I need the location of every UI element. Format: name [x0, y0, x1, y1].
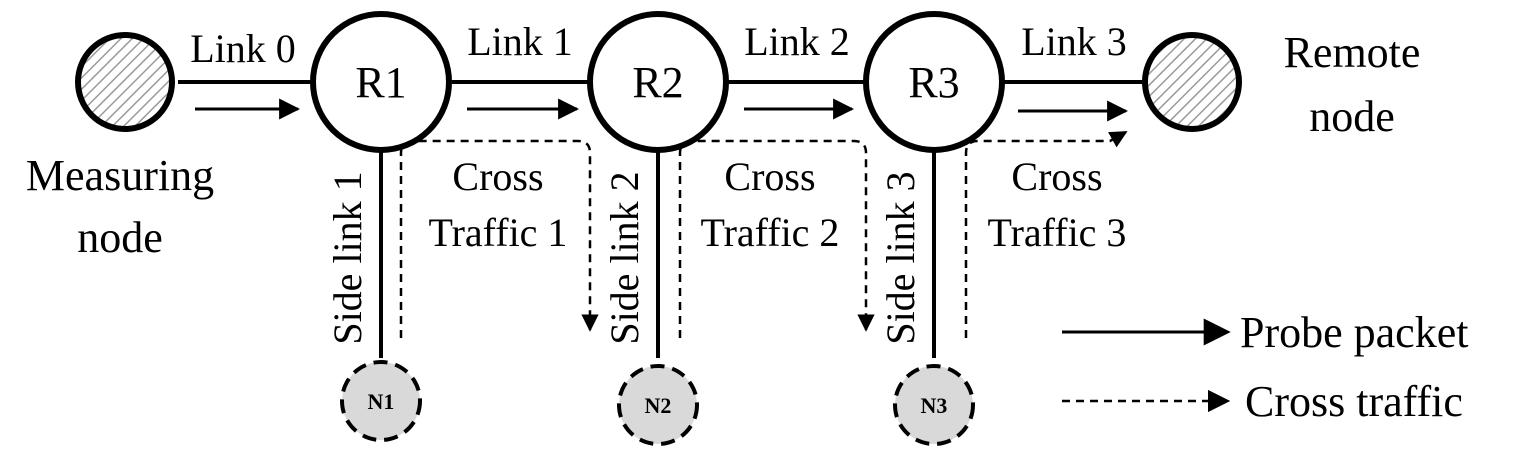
cross-traffic-arrow-3 — [964, 130, 1128, 338]
measuring-node-label-line2: node — [77, 213, 163, 262]
side-link-3-label: Side link 3 — [878, 171, 923, 344]
remote-node-label-line1: Remote — [1284, 28, 1421, 77]
cross-traffic-2-line2: Traffic 2 — [701, 210, 840, 255]
side-node-n3 — [893, 364, 975, 446]
measuring-node-label-line1: Measuring — [26, 151, 214, 200]
side-node-n2-label: N2 — [645, 393, 672, 418]
cross-traffic-2-line1: Cross — [724, 154, 815, 199]
side-link-2-label: Side link 2 — [602, 171, 647, 344]
side-node-n1-label: N1 — [368, 389, 395, 414]
legend-cross-label: Cross traffic — [1245, 377, 1463, 426]
cross-traffic-1-line2: Traffic 1 — [429, 210, 568, 255]
router-r3 — [863, 11, 1005, 153]
side-node-n2 — [617, 364, 699, 446]
legend: Probe packet Cross traffic — [1062, 308, 1468, 426]
side-node-n3-label: N3 — [921, 393, 948, 418]
cross-traffic-1-line1: Cross — [452, 154, 543, 199]
router-r2 — [587, 11, 729, 153]
measuring-node — [75, 32, 175, 132]
cross-traffic-3-line2: Traffic 3 — [988, 210, 1127, 255]
link-3-label: Link 3 — [1021, 19, 1127, 64]
router-r1 — [310, 11, 452, 153]
router-r1-label: R1 — [355, 58, 406, 107]
router-r2-label: R2 — [632, 58, 683, 107]
link-0-label: Link 0 — [190, 26, 296, 71]
cross-traffic-3-line1: Cross — [1011, 154, 1102, 199]
router-r3-label: R3 — [908, 58, 959, 107]
link-2-label: Link 2 — [744, 19, 850, 64]
side-node-n1 — [340, 360, 422, 442]
remote-node — [1142, 32, 1242, 132]
link-1-label: Link 1 — [467, 19, 573, 64]
remote-node-label-line2: node — [1309, 92, 1395, 141]
side-link-1-label: Side link 1 — [325, 171, 370, 344]
legend-probe-label: Probe packet — [1240, 308, 1468, 357]
